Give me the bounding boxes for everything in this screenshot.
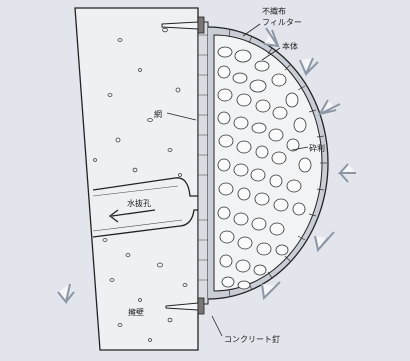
label-gravel: 砕利 (309, 143, 325, 153)
top-concrete-nail (161, 16, 205, 34)
drain-arrow (108, 209, 156, 223)
label-drain-hole: 水抜孔 (127, 198, 151, 208)
label-filter-line2: フィルター (262, 18, 302, 27)
drain-hole-pipe (92, 177, 198, 238)
filter-strip-hatch (198, 34, 208, 281)
gravel-stones (217, 46, 312, 290)
leader-lines (166, 23, 309, 337)
filter-strip (197, 21, 209, 305)
inflow-arrows (57, 27, 356, 305)
bottom-concrete-nail (165, 297, 205, 315)
drain-hole-inner (92, 185, 183, 232)
label-mesh: 網 (154, 109, 162, 119)
label-body: 本体 (282, 41, 298, 51)
wall-aggregate (93, 27, 188, 342)
label-retaining-wall: 擁壁 (128, 307, 144, 317)
label-filter-line1: 不織布 (262, 6, 286, 16)
retaining-wall (74, 7, 199, 351)
label-concrete-nail: コンクリート釘 (224, 334, 280, 344)
rim-segments (228, 28, 327, 298)
